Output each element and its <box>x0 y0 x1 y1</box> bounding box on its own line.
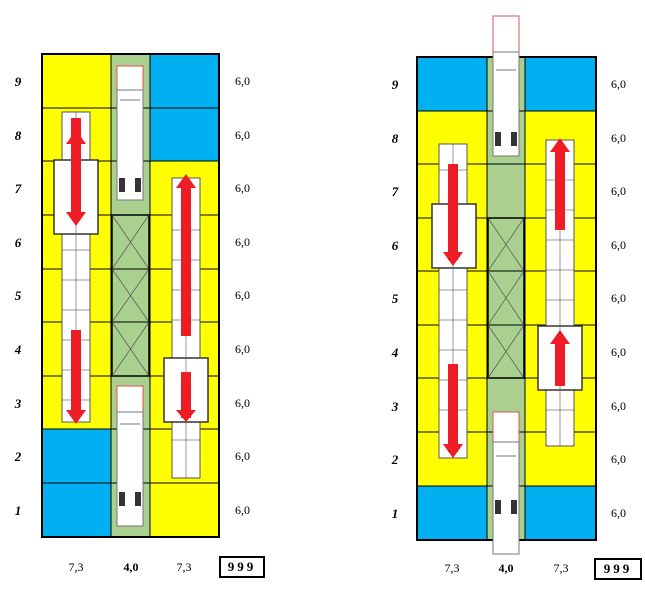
row-number: 5 <box>391 291 399 306</box>
reserved-zone-cross <box>487 217 525 379</box>
row-number: 3 <box>14 396 22 411</box>
layout-code-box: 999 <box>219 556 265 578</box>
crane-icon <box>537 138 583 447</box>
crane-icon <box>163 174 209 479</box>
row-value: 6,0 <box>235 396 250 410</box>
layout-code-box: 999 <box>594 558 642 580</box>
blue-zone <box>417 57 487 111</box>
row-number: 4 <box>14 342 22 357</box>
blue-zone <box>525 486 596 540</box>
column-width: 7,3 <box>176 560 192 574</box>
row-value: 6,0 <box>235 181 250 195</box>
row-number: 9 <box>14 74 22 89</box>
row-value: 6,0 <box>611 77 626 91</box>
row-number: 5 <box>14 288 22 303</box>
row-value: 6,0 <box>611 399 626 413</box>
reserved-zone-cross <box>111 214 150 377</box>
row-number: 3 <box>391 399 399 414</box>
row-value: 6,0 <box>235 235 250 249</box>
row-number: 4 <box>391 345 399 360</box>
blue-zone <box>525 57 596 111</box>
row-value: 6,0 <box>235 342 250 356</box>
row-value: 6,0 <box>611 184 626 198</box>
row-number: 7 <box>14 181 22 196</box>
row-number: 7 <box>391 184 399 199</box>
row-number: 8 <box>14 128 22 143</box>
row-value: 6,0 <box>611 452 626 466</box>
row-number: 6 <box>391 238 399 253</box>
truck-icon <box>492 15 520 157</box>
row-value: 6,0 <box>611 131 626 145</box>
crane-icon <box>53 111 99 424</box>
layout-right <box>416 15 597 555</box>
row-value: 6,0 <box>235 288 250 302</box>
row-value: 6,0 <box>235 503 250 517</box>
column-width: 7,3 <box>553 561 569 575</box>
row-number: 9 <box>391 77 399 92</box>
row-value: 6,0 <box>235 128 250 142</box>
truck-icon <box>116 385 144 527</box>
blue-zone <box>417 486 487 540</box>
row-value: 6,0 <box>235 449 250 463</box>
truck-icon <box>116 65 144 201</box>
row-value: 6,0 <box>611 506 626 520</box>
row-value: 6,0 <box>611 291 626 305</box>
row-value: 6,0 <box>611 238 626 252</box>
layout-left <box>41 53 220 538</box>
row-number: 1 <box>14 503 22 518</box>
row-number: 1 <box>391 506 399 521</box>
crane-icon <box>431 143 477 459</box>
row-number: 8 <box>391 131 399 146</box>
column-width: 7,3 <box>444 561 460 575</box>
column-width: 4,0 <box>498 561 514 575</box>
row-number: 2 <box>391 452 399 467</box>
row-value: 6,0 <box>235 74 250 88</box>
row-number: 2 <box>14 449 22 464</box>
row-value: 6,0 <box>611 345 626 359</box>
column-width: 7,3 <box>68 560 84 574</box>
truck-icon <box>492 411 520 555</box>
column-width: 4,0 <box>123 560 139 574</box>
row-number: 6 <box>14 235 22 250</box>
